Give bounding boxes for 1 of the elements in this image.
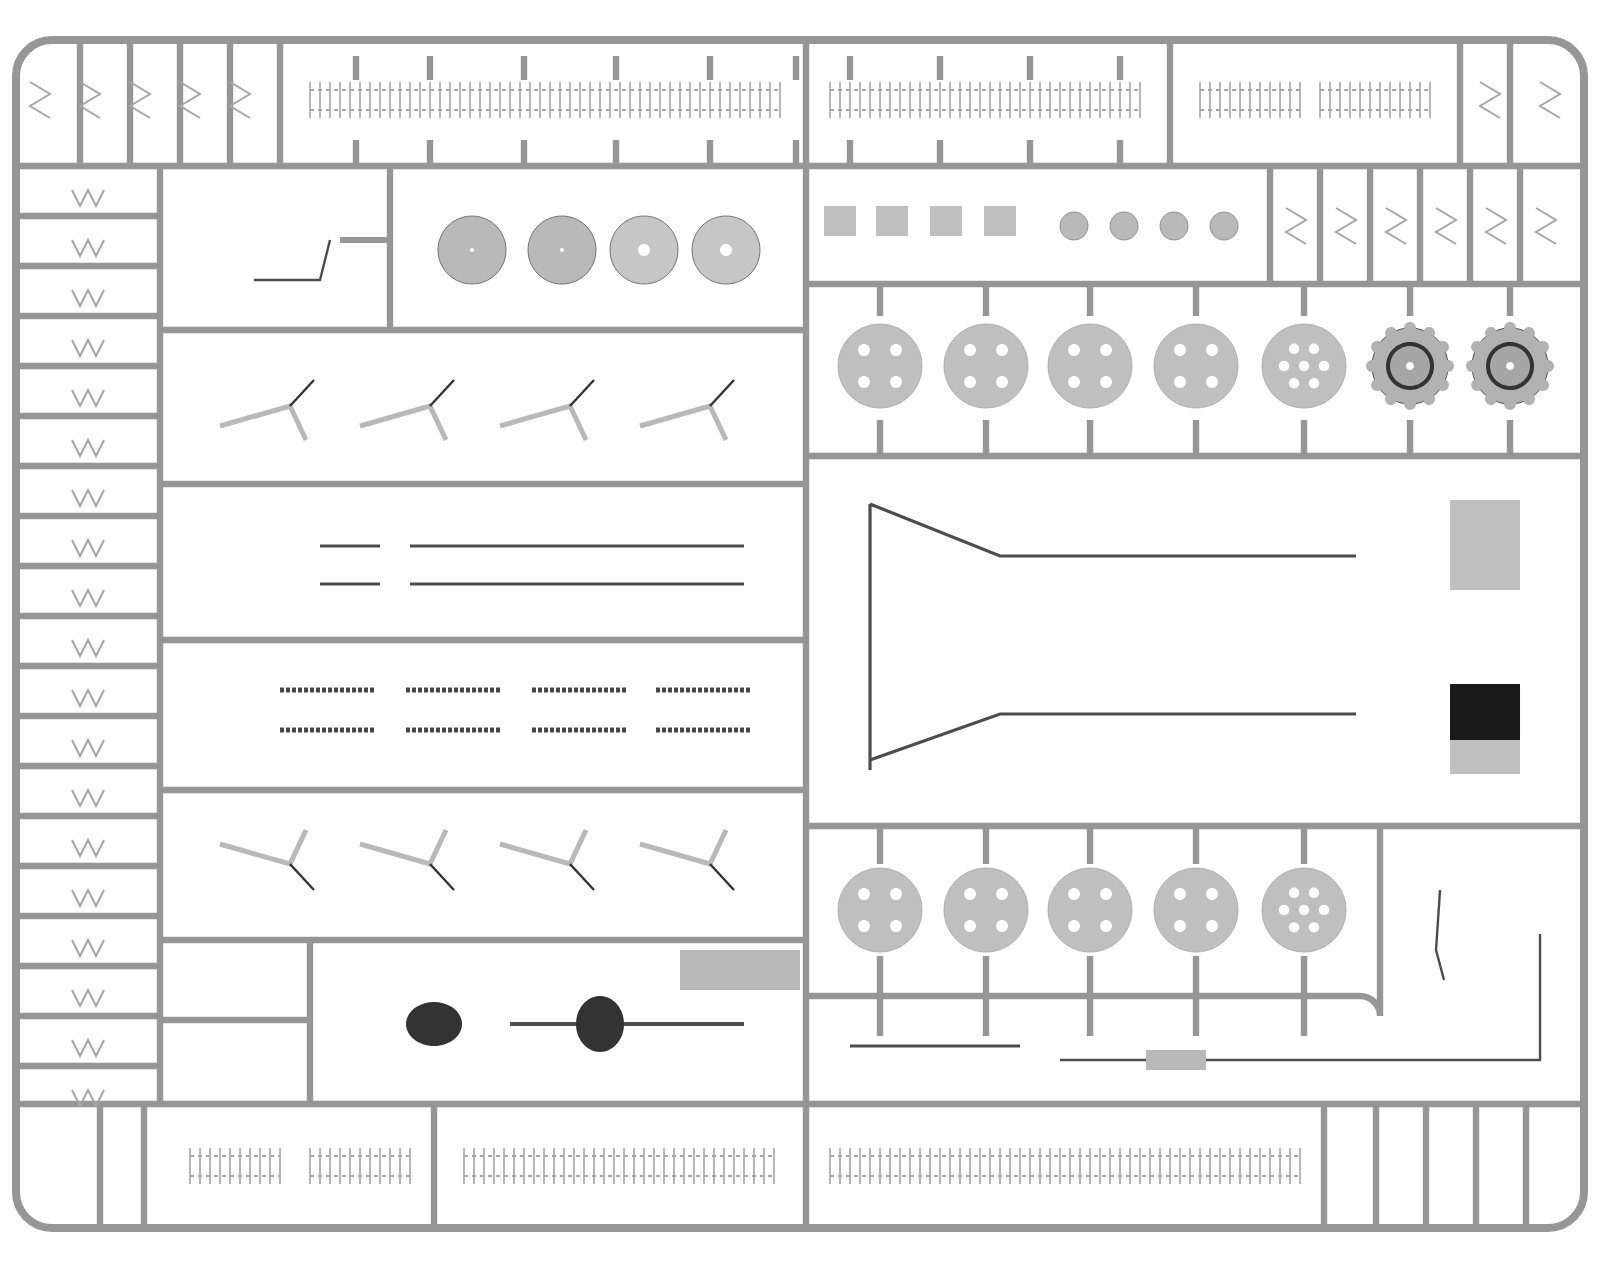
sprue-drawing (12, 36, 1588, 1232)
